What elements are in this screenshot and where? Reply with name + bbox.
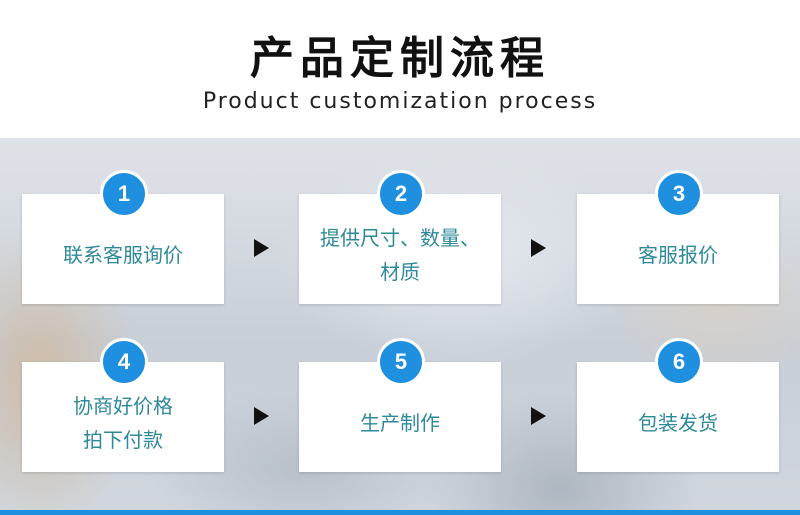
page-subtitle: Product customization process: [202, 89, 598, 114]
step-line-1: 包装发货: [638, 411, 718, 435]
step-line-1: 生产制作: [360, 411, 440, 435]
step-text: 客服报价: [588, 226, 768, 272]
step-line-2: 拍下付款: [83, 428, 163, 452]
step-line-1: 联系客服询价: [63, 243, 183, 267]
step-number-badge-4: 4: [100, 338, 148, 386]
step-card-1: 联系客服询价: [22, 194, 224, 304]
arrow-right-icon: [254, 239, 269, 257]
step-card-3: 客服报价: [577, 194, 779, 304]
step-number-badge-6: 6: [655, 338, 703, 386]
step-number-badge-3: 3: [655, 170, 703, 218]
step-number-badge-1: 1: [100, 170, 148, 218]
step-line-2: 材质: [380, 260, 420, 284]
step-line-1: 协商好价格: [73, 394, 173, 418]
step-text: 生产制作: [310, 394, 490, 440]
bottom-divider: [0, 510, 800, 515]
step-text: 提供尺寸、数量、 材质: [310, 209, 490, 289]
arrow-right-icon: [531, 407, 546, 425]
step-line-1: 客服报价: [638, 243, 718, 267]
step-line-1: 提供尺寸、数量、: [320, 226, 480, 250]
step-text: 联系客服询价: [33, 226, 213, 272]
step-text: 协商好价格 拍下付款: [33, 377, 213, 457]
step-number-badge-2: 2: [377, 170, 425, 218]
arrow-right-icon: [254, 407, 269, 425]
step-number-badge-5: 5: [377, 338, 425, 386]
page-title: 产品定制流程: [250, 33, 550, 84]
step-text: 包装发货: [588, 394, 768, 440]
arrow-right-icon: [531, 239, 546, 257]
